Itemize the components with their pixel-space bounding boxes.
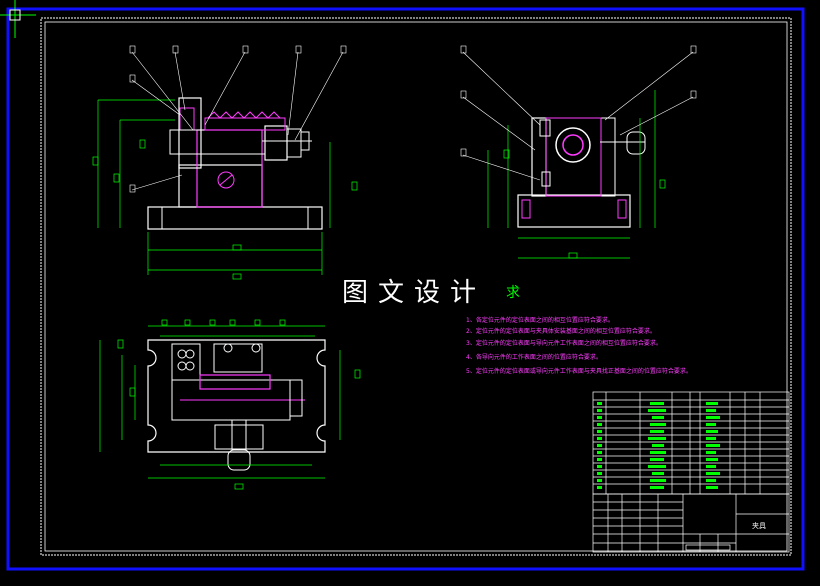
parts-list-table: [592, 391, 790, 495]
title-block: [592, 493, 790, 553]
requirement-line-4: 4、各导向元件的工作表面之间的位置应符合要求。: [466, 354, 602, 361]
requirement-line-2: 2、定位元件的定位表面与夹具体安装基面之间的相互位置应符合要求。: [466, 328, 656, 335]
requirement-line-1: 1、各定位元件的定位表面之间的相互位置应符合要求。: [466, 317, 614, 324]
border-line: [44, 21, 788, 552]
front-view: [92, 45, 358, 280]
requirement-line-3: 3、定位元件的定位表面与导向元件工作表面之间的相互位置应符合要求。: [466, 340, 662, 347]
inner-frame: [40, 17, 792, 556]
requirements-title: 求: [506, 285, 520, 301]
title-block-label: 夹具: [752, 522, 766, 530]
outer-frame: [6, 7, 805, 571]
parts-list-entries: [597, 402, 720, 489]
crosshair-cursor-icon: [0, 0, 36, 38]
requirement-line-5: 5、定位元件的定位表面或导向元件工作表面与夹具找正基面之间的位置应符合要求。: [466, 368, 692, 375]
top-view: [99, 319, 361, 490]
side-view: [460, 45, 697, 259]
watermark-text: 图文设计: [342, 278, 487, 308]
